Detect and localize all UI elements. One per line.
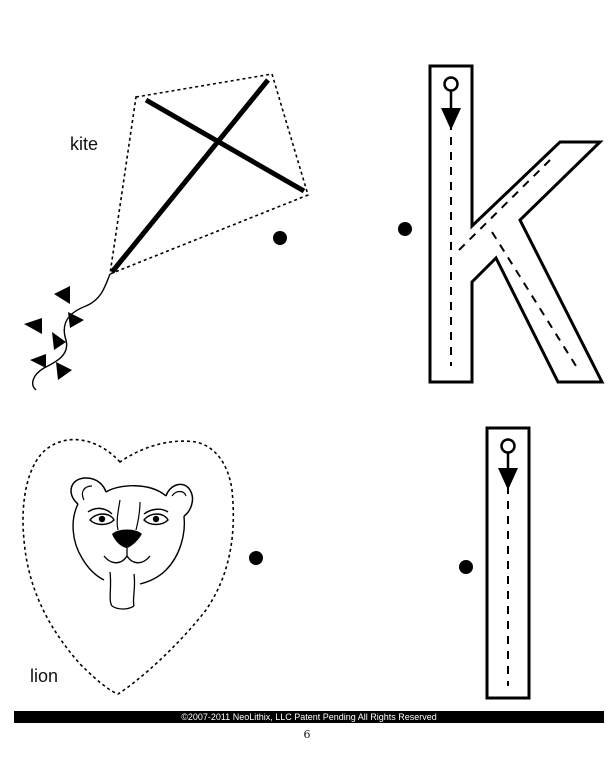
- word-label-kite: kite: [70, 134, 99, 154]
- page-number: 6: [303, 728, 311, 741]
- dot-icon: [249, 551, 263, 565]
- lion-icon: [22, 438, 235, 695]
- word-label-lion: lion: [30, 666, 59, 686]
- dot-icon: [273, 231, 287, 245]
- letter-k-tracing-icon: [428, 64, 605, 384]
- dot-icon: [398, 222, 412, 236]
- letter-l-tracing-icon: [485, 426, 531, 700]
- kite-icon: [24, 73, 309, 391]
- dot-icon: [459, 560, 473, 574]
- copyright-footer: ©2007-2011 NeoLithix, LLC Patent Pending…: [14, 711, 604, 723]
